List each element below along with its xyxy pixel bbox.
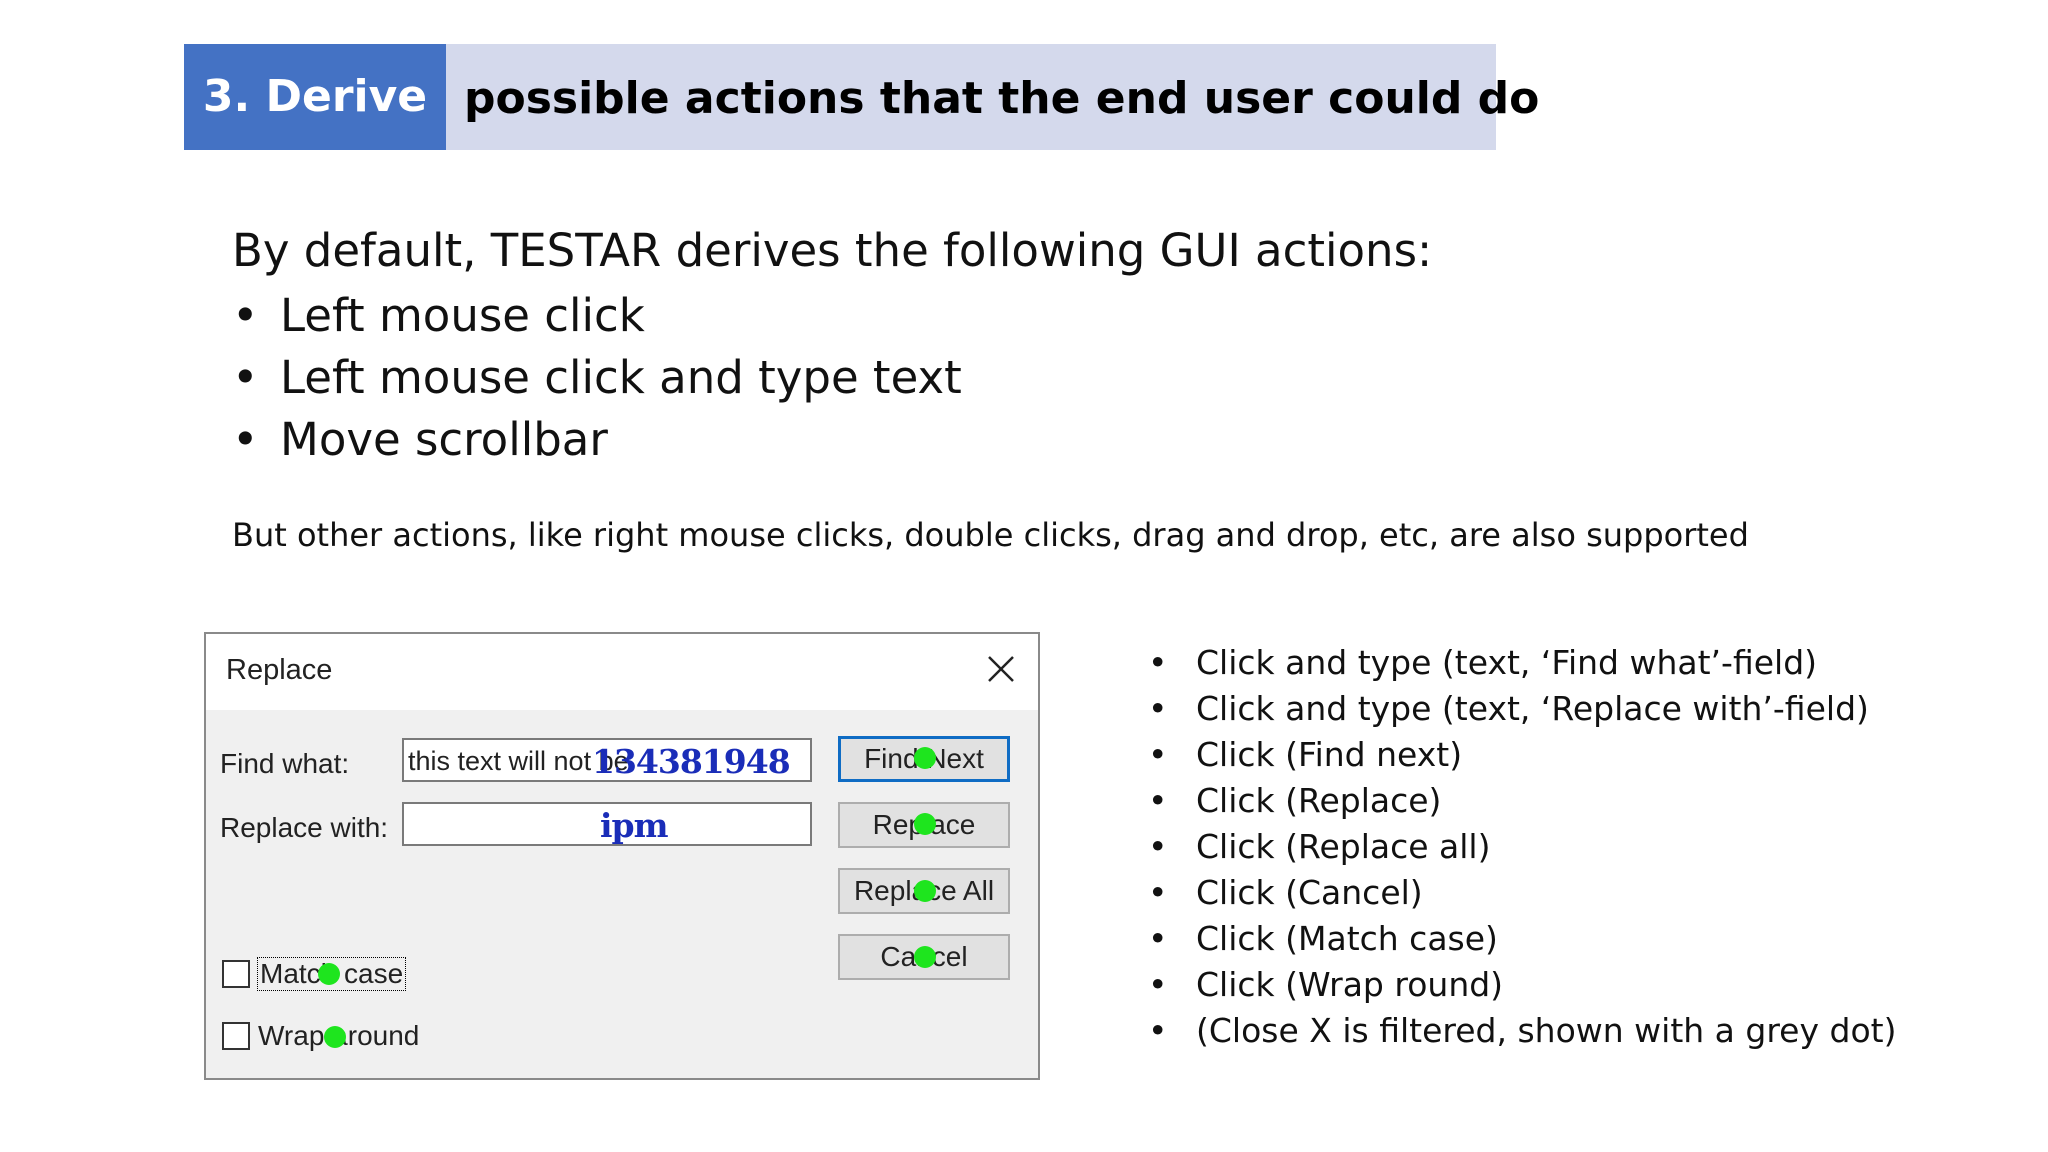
list-item: Click and type (text, ‘Replace with’-fie… [1144,686,1896,732]
list-item: Left mouse click and type text [232,347,962,409]
wrap-around-label[interactable]: Wrap around [258,1020,420,1051]
list-item: Click (Wrap round) [1144,962,1896,1008]
close-x-icon[interactable] [984,652,1018,686]
replace-dialog: Replace Find what: this text will not be… [204,632,1040,1080]
wrap-around-checkbox[interactable] [222,1022,250,1050]
list-item: Move scrollbar [232,409,962,471]
find-what-value: this text will not be [408,746,629,776]
list-item: (Close X is filtered, shown with a grey … [1144,1008,1896,1054]
list-item: Left mouse click [232,285,962,347]
list-item: Click (Replace) [1144,778,1896,824]
match-case-checkbox[interactable] [222,960,250,988]
dialog-body: Find what: this text will not be 1343819… [206,710,1038,1078]
default-actions-list: Left mouse click Left mouse click and ty… [232,285,962,471]
slide-title: possible actions that the end user could… [464,73,1540,124]
replace-with-random-text: ipm [600,806,669,845]
intro-text: By default, TESTAR derives the following… [232,224,1433,277]
match-case-label[interactable]: Match case [256,957,407,991]
list-item: Click (Cancel) [1144,870,1896,916]
find-what-label: Find what: [220,748,350,779]
replace-with-field[interactable]: ipm [402,802,812,846]
find-what-random-text: 134381948 [592,742,791,781]
find-next-button[interactable]: Find Next [838,736,1010,782]
slide-title-bar: 3. Derive possible actions that the end … [184,44,1539,150]
list-item: Click (Match case) [1144,916,1896,962]
cancel-button[interactable]: Cancel [838,934,1010,980]
replace-button[interactable]: Replace [838,802,1010,848]
dialog-title: Replace [226,654,333,686]
replace-all-button[interactable]: Replace All [838,868,1010,914]
note-text: But other actions, like right mouse clic… [232,516,1749,554]
title-step-number: 3. Derive [184,44,446,150]
replace-with-label: Replace with: [220,812,389,843]
list-item: Click (Replace all) [1144,824,1896,870]
derived-actions-list: Click and type (text, ‘Find what’-field)… [1144,640,1896,1054]
dialog-title-bar: Replace [206,634,1038,710]
find-what-field[interactable]: this text will not be 134381948 [402,738,812,782]
list-item: Click and type (text, ‘Find what’-field) [1144,640,1896,686]
list-item: Click (Find next) [1144,732,1896,778]
